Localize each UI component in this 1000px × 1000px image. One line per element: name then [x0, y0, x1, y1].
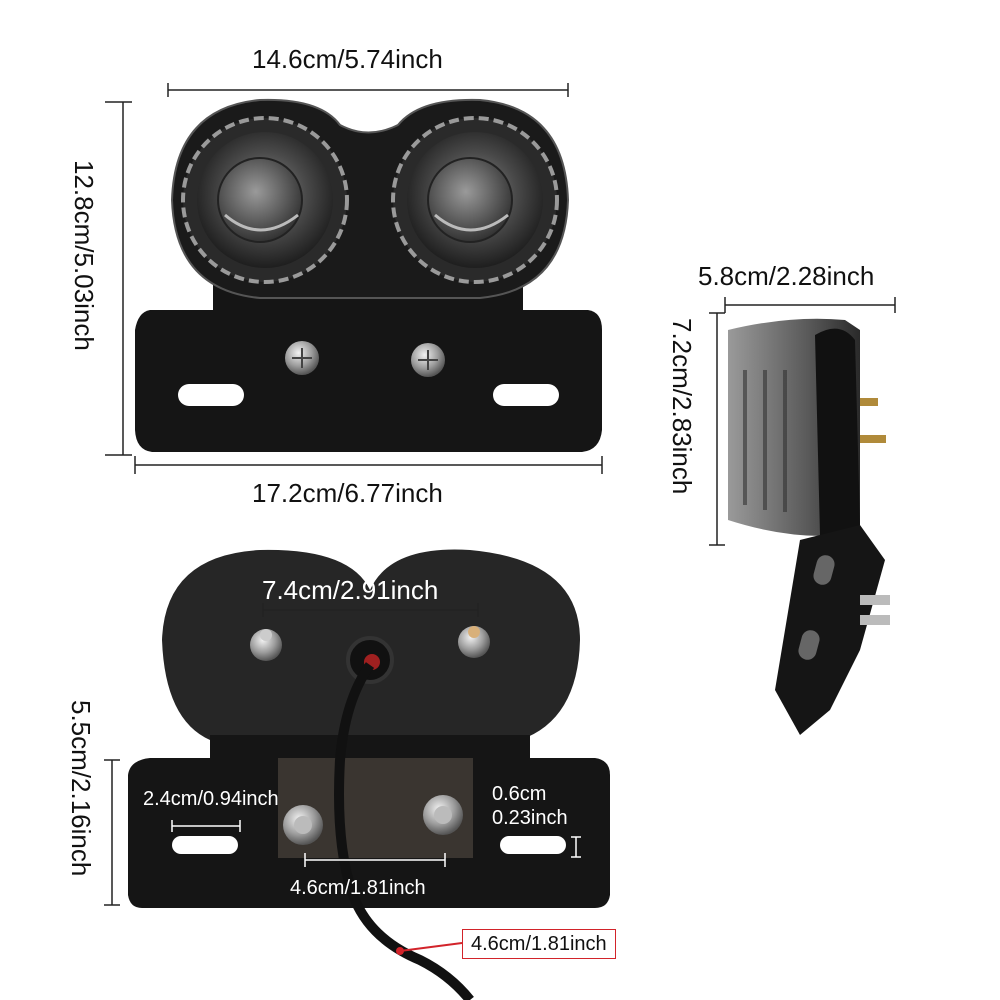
bolt-spacing-dimension-line	[262, 603, 479, 617]
side-terminal-bottom	[860, 435, 886, 443]
top-width-dimension-line	[167, 83, 569, 97]
mount-bolt-spacing-dimension-line	[304, 853, 446, 867]
front-bolt-right	[411, 343, 445, 377]
right-lens	[391, 116, 559, 284]
bolt-spacing-label: 7.4cm/2.91inch	[262, 575, 439, 605]
plate-width-dimension-line	[134, 456, 603, 474]
bracket-slot-left	[178, 384, 244, 406]
back-bolt-right	[458, 626, 490, 658]
side-housing-back	[815, 328, 860, 537]
bracket-height-dimension-line	[104, 759, 120, 906]
bracket-height-label: 5.5cm/2.16inch	[66, 700, 96, 877]
slot-height-cm-label: 0.6cm	[492, 783, 547, 805]
side-height-label: 7.2cm/2.83inch	[667, 318, 697, 495]
plate-width-label: 17.2cm/6.77inch	[252, 478, 443, 508]
left-lens	[181, 116, 349, 284]
cable-length-callout: 4.6cm/1.81inch	[462, 929, 616, 959]
slot-height-dimension-line	[571, 836, 581, 858]
cable-callout-pointer	[396, 942, 463, 955]
side-height-dimension-line	[709, 312, 725, 546]
wire-cable	[334, 662, 474, 1000]
back-bolt-left	[250, 629, 282, 661]
slot-width-dimension-line	[171, 820, 241, 832]
back-slot-right	[500, 836, 566, 854]
top-height-label: 12.8cm/5.03inch	[69, 160, 99, 351]
side-terminal-top	[860, 398, 878, 406]
bracket-slot-right	[493, 384, 559, 406]
slot-width-label: 2.4cm/0.94inch	[143, 788, 279, 810]
front-bolt-left	[285, 341, 319, 375]
side-width-label: 5.8cm/2.28inch	[698, 261, 875, 291]
side-view	[709, 297, 896, 735]
back-view	[104, 549, 610, 1000]
top-height-dimension-line	[105, 101, 132, 456]
top-width-label: 14.6cm/5.74inch	[252, 44, 443, 74]
front-view	[105, 83, 603, 474]
side-width-dimension-line	[724, 297, 896, 313]
mount-bolt-right	[423, 795, 463, 835]
license-plate-bracket	[135, 310, 602, 452]
slot-height-inch-label: 0.23inch	[492, 807, 568, 829]
mount-bolt-left	[283, 805, 323, 845]
back-slot-left	[172, 836, 238, 854]
side-bolt	[860, 595, 890, 625]
side-bracket	[775, 525, 885, 735]
mount-bolt-spacing-label: 4.6cm/1.81inch	[290, 877, 426, 899]
